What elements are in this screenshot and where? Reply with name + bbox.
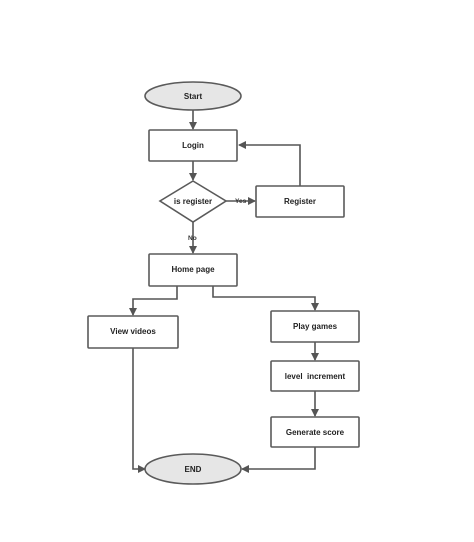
edge-homepage-viewvideos [129, 286, 178, 316]
node-view-videos-label: View videos [110, 327, 156, 336]
edge-viewvideos-end [132, 348, 146, 473]
node-play-games-label: Play games [293, 322, 338, 331]
node-level-increment: level increment [270, 360, 360, 392]
node-home-page-label: Home page [171, 265, 215, 274]
node-generate-score: Generate score [270, 416, 360, 448]
node-start: Start [144, 81, 242, 111]
node-generate-score-label: Generate score [286, 428, 345, 437]
node-is-register-label: is register [174, 197, 212, 206]
node-register: Register [255, 185, 345, 218]
edge-score-end [241, 447, 316, 473]
edge-register-login [238, 141, 301, 186]
node-play-games: Play games [270, 310, 360, 343]
edge-homepage-playgames [212, 286, 319, 311]
node-is-register: is register [158, 180, 228, 223]
node-view-videos: View videos [87, 315, 179, 349]
node-home-page: Home page [148, 253, 238, 287]
node-login: Login [148, 129, 238, 162]
node-register-label: Register [284, 197, 316, 206]
node-end: END [144, 453, 242, 485]
node-login-label: Login [182, 141, 204, 150]
edge-label-yes: Yes [235, 198, 247, 205]
edge-label-no: No [188, 235, 197, 242]
node-end-label: END [185, 465, 202, 474]
node-level-increment-label: level increment [285, 372, 346, 381]
node-start-label: Start [184, 92, 203, 101]
